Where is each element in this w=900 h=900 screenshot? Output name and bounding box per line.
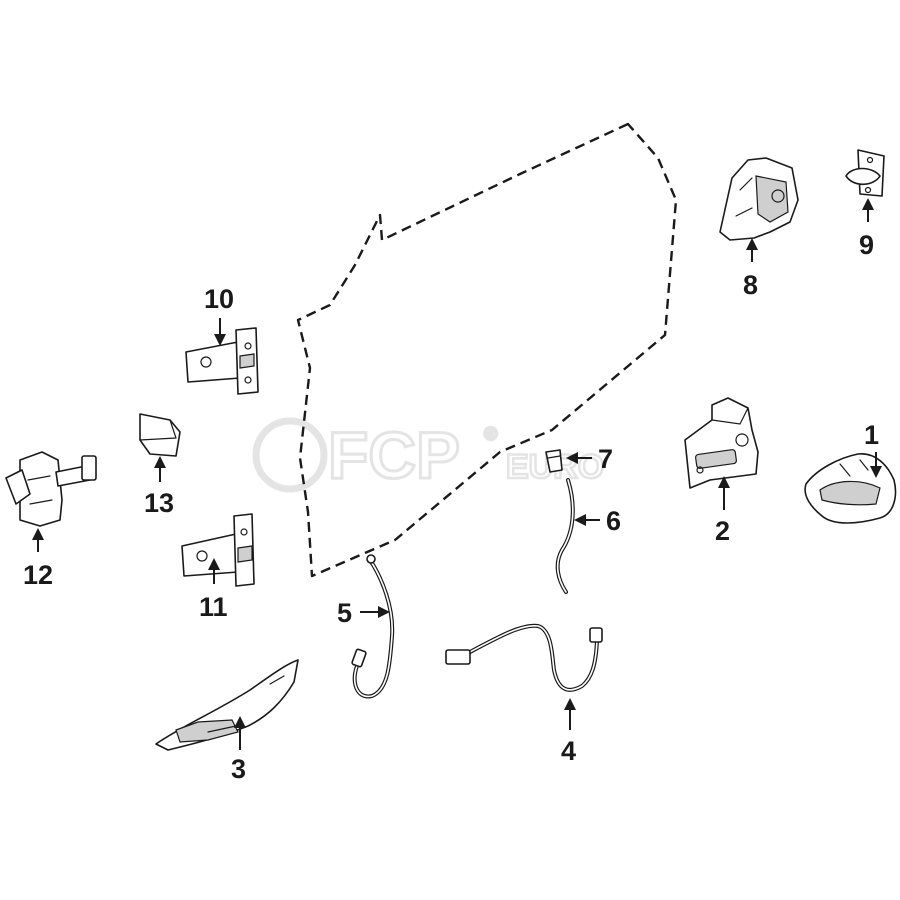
callout-9: 9 xyxy=(859,230,874,260)
lower-hinge-part xyxy=(181,513,255,587)
callout-8: 8 xyxy=(743,270,758,300)
handle-reinforcement-bracket-part xyxy=(684,397,759,489)
callout-1: 1 xyxy=(864,420,879,450)
callout-7: 7 xyxy=(598,444,613,474)
watermark-registered: ® xyxy=(484,424,497,444)
callout-6: 6 xyxy=(606,506,621,536)
bumper-stop-part xyxy=(139,413,181,457)
callout-12: 12 xyxy=(23,560,53,590)
callout-4: 4 xyxy=(561,736,576,766)
outside-door-handle-part xyxy=(804,453,897,524)
callout-2: 2 xyxy=(715,516,730,546)
release-cable-part xyxy=(351,554,395,699)
callout-10: 10 xyxy=(204,284,234,314)
door-outline xyxy=(296,122,678,578)
lock-cylinder-cap-part xyxy=(545,449,563,473)
lock-rod-part xyxy=(555,478,575,594)
watermark-brand: FCP xyxy=(328,418,460,492)
fcp-euro-watermark: FCP ® EURO xyxy=(252,417,605,494)
watermark-ring-icon xyxy=(252,417,328,493)
callout-labels: 1 2 3 4 5 6 7 8 9 10 11 12 13 xyxy=(23,230,879,784)
upper-hinge-part xyxy=(185,327,259,395)
door-check-strap-part xyxy=(5,451,97,527)
callout-3: 3 xyxy=(231,754,246,784)
door-striker-part xyxy=(845,149,885,197)
callout-13: 13 xyxy=(144,488,174,518)
callout-11: 11 xyxy=(199,592,228,622)
inside-door-handle-part xyxy=(155,659,299,751)
callout-arrows xyxy=(32,198,882,750)
callout-5: 5 xyxy=(337,598,352,628)
wire-harness-part xyxy=(445,623,603,692)
door-lock-actuator-part xyxy=(719,157,799,241)
